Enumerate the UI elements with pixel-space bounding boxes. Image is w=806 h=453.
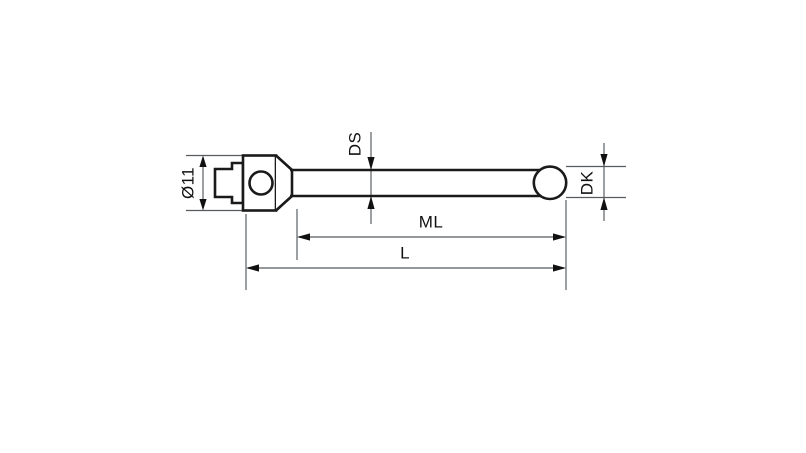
through-hole <box>248 170 274 196</box>
tapered-cone <box>275 154 294 212</box>
dim-label-mount-diameter: Ø11 <box>178 167 197 199</box>
arrowhead-l-right <box>553 264 566 272</box>
arrowhead-dia11-top <box>199 155 207 167</box>
arrowhead-dk-bottom <box>600 197 608 210</box>
arrowhead-dia11-bottom <box>199 199 207 211</box>
dim-label-total-length: L <box>400 243 410 262</box>
dim-label-measuring-length: ML <box>419 212 443 231</box>
stem-shaft <box>290 168 543 198</box>
probe-ball <box>532 165 568 201</box>
arrowhead-ml-left <box>297 233 310 241</box>
dimension-measuring-length: ML <box>297 212 566 241</box>
dim-label-stem-diameter: DS <box>345 132 364 156</box>
arrowhead-dk-top <box>600 154 608 167</box>
dimension-mount-diameter: Ø11 <box>178 155 207 211</box>
threaded-stud <box>213 161 245 205</box>
dimension-stem-diameter: DS <box>345 132 375 209</box>
arrowhead-ds-bottom <box>367 196 375 209</box>
dimension-ball-diameter: DK <box>577 154 608 210</box>
arrowhead-l-left <box>246 264 259 272</box>
stylus-part-geometry <box>213 154 568 212</box>
dim-label-ball-diameter: DK <box>577 171 596 196</box>
dimension-total-length: L <box>246 243 566 272</box>
arrowhead-ml-right <box>553 233 566 241</box>
arrowhead-ds-top <box>367 157 375 170</box>
